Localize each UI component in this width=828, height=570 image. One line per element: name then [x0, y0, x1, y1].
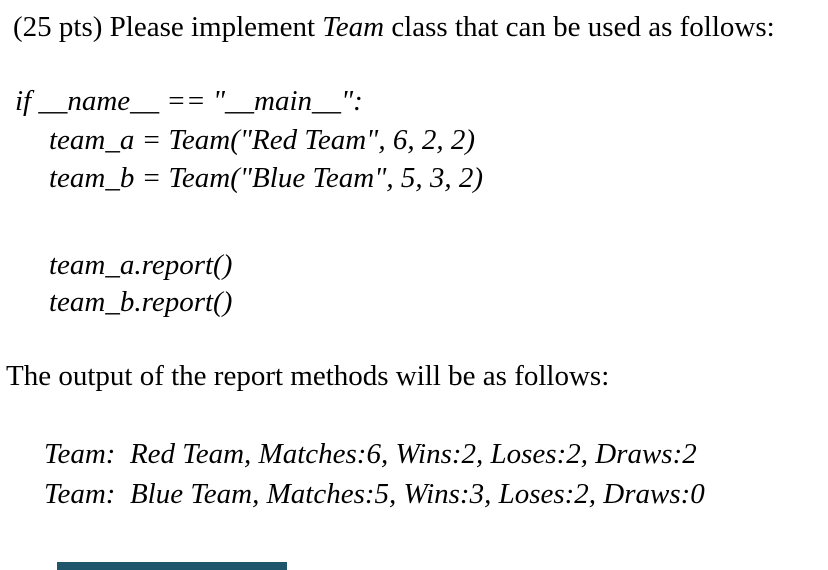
code-line-team-b-init: team_b = Team("Blue Team", 5, 3, 2)	[49, 162, 484, 194]
question-class-name: Team	[322, 11, 385, 43]
code-line-if-main: if __name__ == "__main__":	[15, 85, 363, 117]
question-suffix: class that can be used as follows:	[384, 11, 775, 43]
question-text: (25 pts) Please implement Team class tha…	[13, 11, 775, 44]
bottom-bar	[57, 562, 287, 570]
output-line-blue-team: Team: Blue Team, Matches:5, Wins:3, Lose…	[44, 478, 705, 510]
question-prefix: (25 pts) Please implement	[13, 11, 323, 43]
code-line-team-a-init: team_a = Team("Red Team", 6, 2, 2)	[49, 124, 476, 156]
code-line-team-a-report: team_a.report()	[49, 249, 233, 281]
output-line-red-team: Team: Red Team, Matches:6, Wins:2, Loses…	[44, 438, 697, 470]
output-intro-text: The output of the report methods will be…	[6, 360, 610, 392]
code-line-team-b-report: team_b.report()	[49, 286, 233, 318]
